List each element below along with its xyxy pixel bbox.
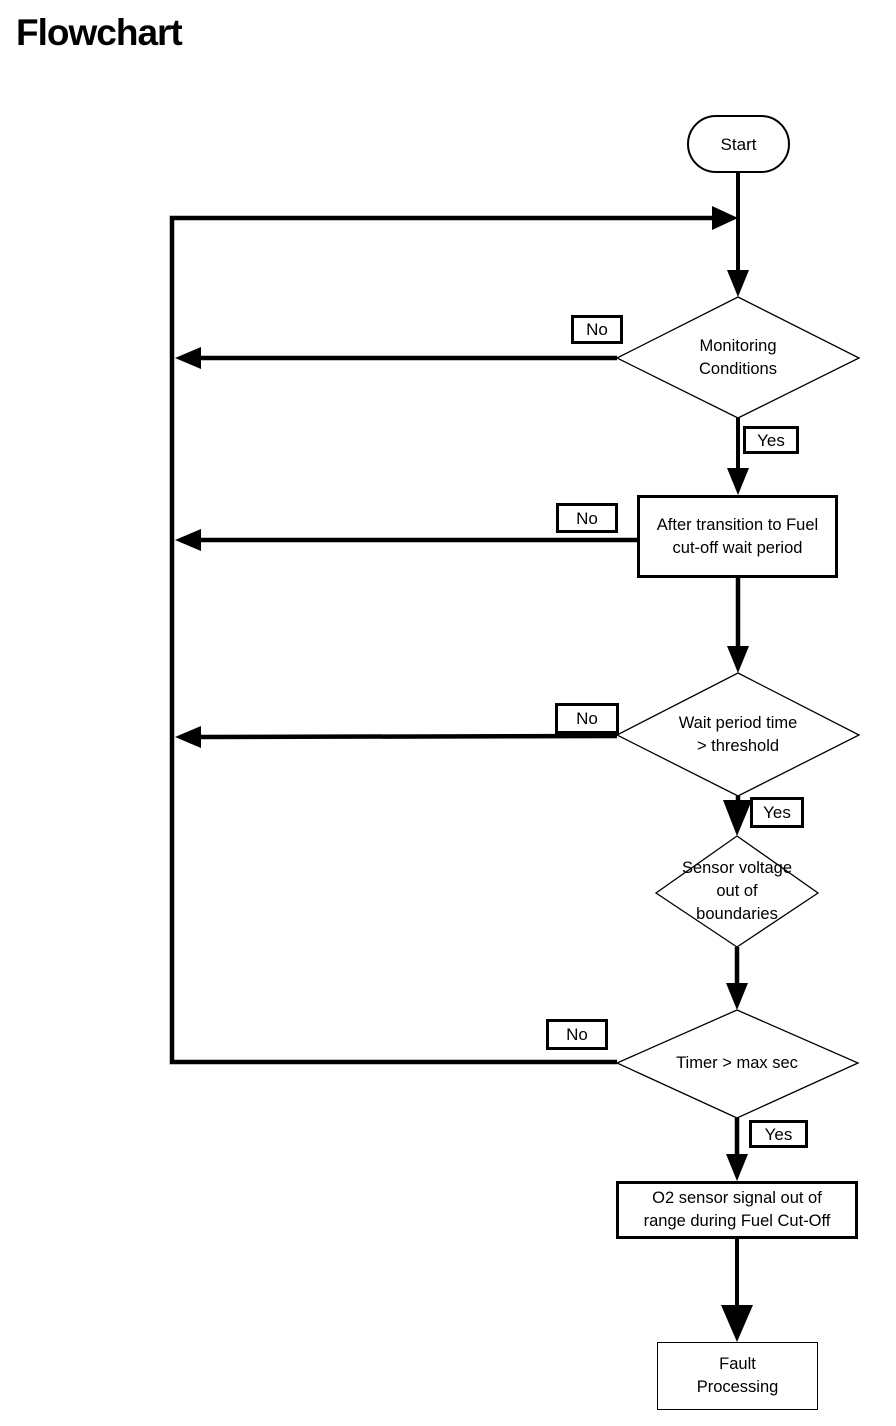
diamond-timer-max-sec <box>615 1009 860 1119</box>
branch-label-timer-yes: Yes <box>749 1120 808 1148</box>
branch-label-fuel-cutoff-no: No <box>556 503 618 533</box>
branch-label-text: Yes <box>757 430 785 450</box>
arrowhead-loop-to-main-right <box>712 206 738 230</box>
node-fuel-cutoff-wait-label: After transition to Fuel cut-off wait pe… <box>656 515 819 557</box>
branch-label-monitoring-no: No <box>571 315 623 344</box>
branch-label-text: No <box>586 320 608 339</box>
branch-label-text: Yes <box>763 803 791 822</box>
node-fault-processing-label: Fault Processing <box>696 1355 779 1396</box>
branch-label-text: No <box>576 508 598 528</box>
branch-label-wait-threshold-no: No <box>555 703 619 734</box>
branch-label-text: No <box>566 1025 588 1044</box>
arrowhead-wait-threshold-no-left <box>175 726 201 748</box>
node-fault-processing: Fault Processing <box>657 1342 818 1410</box>
node-o2-out-of-range: O2 sensor signal out of range during Fue… <box>616 1181 858 1239</box>
page-title: Flowchart <box>16 12 183 53</box>
branch-label-monitoring-yes: Yes <box>743 426 799 454</box>
node-start: Start <box>687 115 790 173</box>
arrowhead-monitoring-no-left <box>175 347 201 369</box>
node-start-label: Start <box>720 134 757 154</box>
branch-label-wait-threshold-yes: Yes <box>750 797 804 828</box>
branch-label-text: No <box>576 709 598 728</box>
diamond-wait-period-threshold <box>615 672 861 797</box>
branch-label-timer-no: No <box>546 1019 608 1050</box>
arrowhead-monitoring-yes-down <box>727 468 749 495</box>
diamond-sensor-voltage <box>654 835 820 948</box>
node-fuel-cutoff-wait: After transition to Fuel cut-off wait pe… <box>637 495 838 578</box>
arrowhead-o2-to-fault <box>721 1305 753 1342</box>
edge-loop-return-trunk <box>169 215 722 1065</box>
arrowhead-sensor-to-timer <box>726 983 748 1010</box>
edge-wait-threshold-no <box>198 733 618 740</box>
arrowhead-wait-threshold-yes-down <box>723 800 752 836</box>
diamond-monitoring-conditions <box>615 296 861 419</box>
node-o2-out-of-range-label: O2 sensor signal out of range during Fue… <box>643 1189 831 1230</box>
arrowhead-start-to-monitoring <box>727 270 749 297</box>
arrowhead-timer-yes-down <box>726 1154 748 1181</box>
arrowhead-fuel-cutoff-to-wait <box>727 646 749 673</box>
branch-label-text: Yes <box>764 1124 793 1144</box>
arrowhead-fuel-cutoff-no-left <box>175 529 201 551</box>
